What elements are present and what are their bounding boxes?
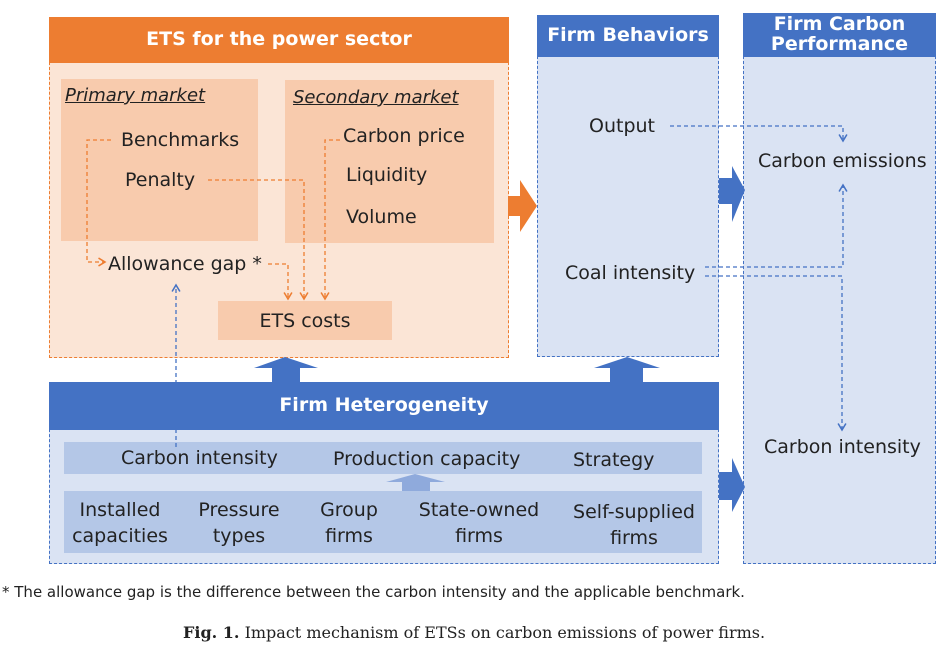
output-to-emissions-arrow	[670, 125, 848, 143]
behaviors-to-performance-arrow	[719, 166, 745, 222]
primary-market-box	[61, 79, 258, 241]
performance-header: Firm Carbon Performance	[743, 13, 936, 57]
secondary-market-label: Secondary market	[293, 87, 459, 108]
carbon-intensity-factor: Carbon intensity	[121, 447, 278, 469]
coal-to-intensity-arrow	[705, 275, 847, 432]
caption-text: Impact mechanism of ETSs on carbon emiss…	[244, 623, 766, 642]
carbon-emissions-label: Carbon emissions	[758, 150, 927, 172]
output-label: Output	[589, 115, 655, 137]
strategy-factor: Strategy	[573, 449, 655, 471]
coal-to-emissions-arrow	[705, 183, 848, 268]
carbon-intensity-result-label: Carbon intensity	[764, 436, 921, 458]
penalty-to-costs-arrow	[208, 179, 309, 301]
behaviors-header: Firm Behaviors	[537, 15, 719, 57]
figure-caption: Fig. 1. Impact mechanism of ETSs on carb…	[183, 623, 765, 642]
heterogeneity-to-performance-arrow	[719, 458, 745, 512]
behaviors-panel	[537, 56, 719, 357]
caption-label: Fig. 1.	[183, 623, 240, 642]
coal-intensity-label: Coal intensity	[565, 262, 696, 284]
group-firms-factor: Group firms	[320, 499, 378, 547]
liquidity-label: Liquidity	[346, 164, 428, 186]
ets-to-behaviors-arrow	[508, 180, 537, 232]
carbon-price-label: Carbon price	[343, 125, 465, 147]
benchmarks-to-gap-arrow	[86, 139, 111, 267]
primary-market-label: Primary market	[65, 85, 206, 106]
installed-capacities-factor: Installed capacities	[72, 499, 168, 547]
secondary-market-box	[285, 80, 494, 243]
penalty-label: Penalty	[125, 169, 196, 191]
heterogeneity-header: Firm Heterogeneity	[49, 382, 719, 430]
gap-to-costs-arrow	[268, 263, 293, 301]
heterogeneity-row1: Carbon intensity Production capacity Str…	[64, 442, 702, 474]
ets-header: ETS for the power sector	[49, 17, 509, 63]
state-owned-firms-factor: State-owned firms	[418, 499, 540, 547]
volume-label: Volume	[346, 206, 417, 228]
heterogeneity-to-behaviors-arrow	[594, 357, 660, 382]
price-to-costs-arrow	[320, 139, 340, 301]
production-capacity-factor: Production capacity	[333, 448, 521, 470]
ets-costs-box: ETS costs	[218, 301, 392, 340]
heterogeneity-row2: Installed capacities Pressure types Grou…	[64, 491, 702, 553]
pressure-types-factor: Pressure types	[198, 499, 280, 547]
benchmarks-label: Benchmarks	[121, 129, 240, 151]
allowance-gap-label: Allowance gap *	[108, 253, 262, 275]
footnote: * The allowance gap is the difference be…	[2, 583, 745, 601]
heterogeneity-to-ets-arrow	[254, 357, 318, 382]
self-supplied-firms-factor: Self-supplied firms	[573, 501, 695, 549]
factors-to-capacity-arrow	[386, 474, 445, 491]
